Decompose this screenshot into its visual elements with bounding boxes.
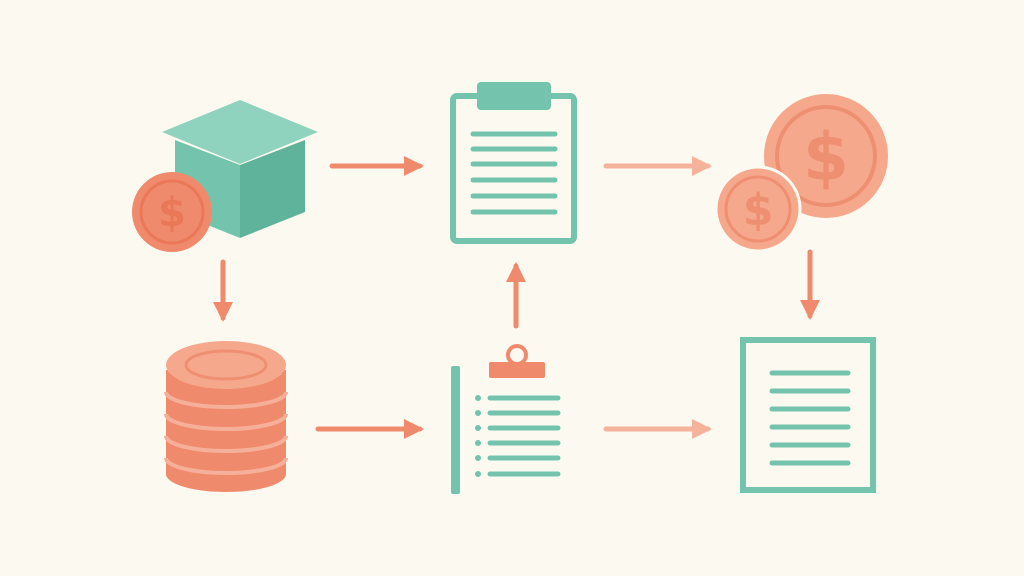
coin-icon: $	[132, 172, 212, 252]
coin-stack-icon	[164, 341, 288, 492]
small-coin-currency-symbol: $	[743, 185, 774, 236]
box-with-coin-icon: $	[132, 100, 318, 252]
checklist-icon	[451, 344, 561, 494]
small-coin-icon: $	[714, 165, 802, 253]
coin-currency-symbol: $	[158, 190, 186, 236]
document-icon	[740, 337, 876, 493]
coins-icon: $ $	[714, 94, 888, 253]
large-coin-currency-symbol: $	[803, 119, 849, 196]
clipboard-icon	[450, 82, 577, 244]
